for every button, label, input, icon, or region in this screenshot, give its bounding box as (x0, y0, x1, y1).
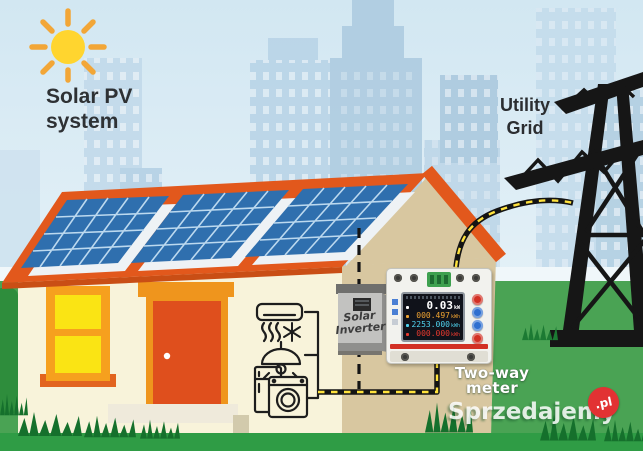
meter-button-blue[interactable] (472, 307, 483, 318)
meter-display-row-total-energy: 2253.000 kWh (403, 321, 463, 330)
solar-panel-array (21, 184, 415, 276)
meter-display-row-reverse-energy: 000.000 kWh (403, 330, 463, 339)
two-way-meter-label: Two-way meter (444, 366, 540, 396)
sun-disc (51, 30, 85, 64)
door-panel (153, 301, 221, 408)
household-loads (253, 302, 320, 419)
indicator-led (392, 319, 398, 325)
row-indicator (406, 324, 409, 327)
meter-total-unit: kWh (450, 323, 460, 329)
meter-forward-value: 000.497 (416, 311, 450, 320)
meter-display-header (406, 296, 460, 299)
roof-rake-band (422, 165, 506, 263)
meter-total-value: 2253.000 (411, 320, 450, 329)
roof-eave-shadow (2, 267, 342, 289)
heat-waves-icon (261, 321, 281, 343)
window-pane (55, 295, 101, 329)
indicator-led (392, 299, 398, 305)
utility-grid-label: Utility Grid (482, 94, 568, 140)
meter-power-value: 0.03 (426, 299, 453, 312)
building (268, 38, 318, 62)
washing-machine-icon (267, 375, 309, 419)
meter-button-blue[interactable] (472, 320, 483, 331)
door-step-side (233, 415, 249, 436)
meter-button-red[interactable] (472, 294, 483, 305)
hedge (0, 288, 18, 414)
loads-to-meter-cable (318, 363, 440, 395)
transmission-tower-icon (504, 72, 643, 347)
door-knob (163, 352, 171, 360)
row-indicator (406, 333, 409, 336)
two-way-label-line2: meter (465, 379, 519, 397)
sun-rays (29, 8, 107, 83)
snowflake-icon (283, 322, 301, 342)
meter-display-row-forward-energy: 000.497 kWh (403, 312, 463, 321)
screw-terminal (467, 353, 475, 361)
screw-terminal (456, 274, 464, 282)
utility-grid-label-line2: Grid (506, 118, 544, 138)
window-pane (55, 336, 101, 373)
row-indicator (406, 306, 409, 309)
solar-pv-label-line1: Solar PV (46, 85, 133, 108)
panel-grid-lines (32, 184, 393, 268)
window (40, 286, 116, 387)
inverter-top-cap (336, 284, 386, 294)
meter-to-grid-cable (453, 197, 574, 268)
meter-power-unit: kW (453, 305, 460, 311)
solar-inverter-device (336, 284, 388, 355)
indicator-led (392, 309, 398, 315)
inverter-vent-band (338, 343, 382, 352)
solar-pv-label-line2: system (46, 110, 119, 133)
screw-terminal (410, 274, 418, 282)
meter-reverse-unit: kWh (450, 332, 460, 338)
building (352, 0, 394, 28)
row-indicator (406, 315, 409, 318)
sun-icon (29, 8, 107, 83)
screw-terminal (401, 353, 409, 361)
meter-button-red[interactable] (472, 333, 483, 344)
two-way-meter-device: 0.03 kW 000.497 kWh 2253.000 kWh 000.000… (386, 268, 492, 364)
utility-grid-label-line1: Utility (499, 95, 550, 115)
screw-terminal (472, 274, 480, 282)
meter-display-row-power: 0.03 kW (403, 300, 463, 312)
meter-bottom-terminal-cover (390, 351, 488, 362)
two-way-label-line1: Two-way (454, 364, 530, 382)
meter-red-stripe (390, 344, 488, 349)
screw-terminal (394, 274, 402, 282)
green-terminal-block (427, 272, 451, 287)
meter-reverse-value: 000.000 (416, 329, 450, 338)
door-step (108, 404, 238, 423)
meter-display: 0.03 kW 000.497 kWh 2253.000 kWh 000.000… (401, 292, 465, 342)
meter-forward-unit: kWh (450, 314, 460, 320)
solar-pv-system-label: Solar PV system (46, 84, 132, 134)
door-lintel (138, 282, 234, 297)
loads-bracket (303, 310, 320, 400)
building (342, 26, 404, 60)
air-conditioner-icon (255, 302, 304, 322)
solar-inverter-label: Solar Inverter (334, 309, 386, 337)
door (108, 282, 249, 436)
